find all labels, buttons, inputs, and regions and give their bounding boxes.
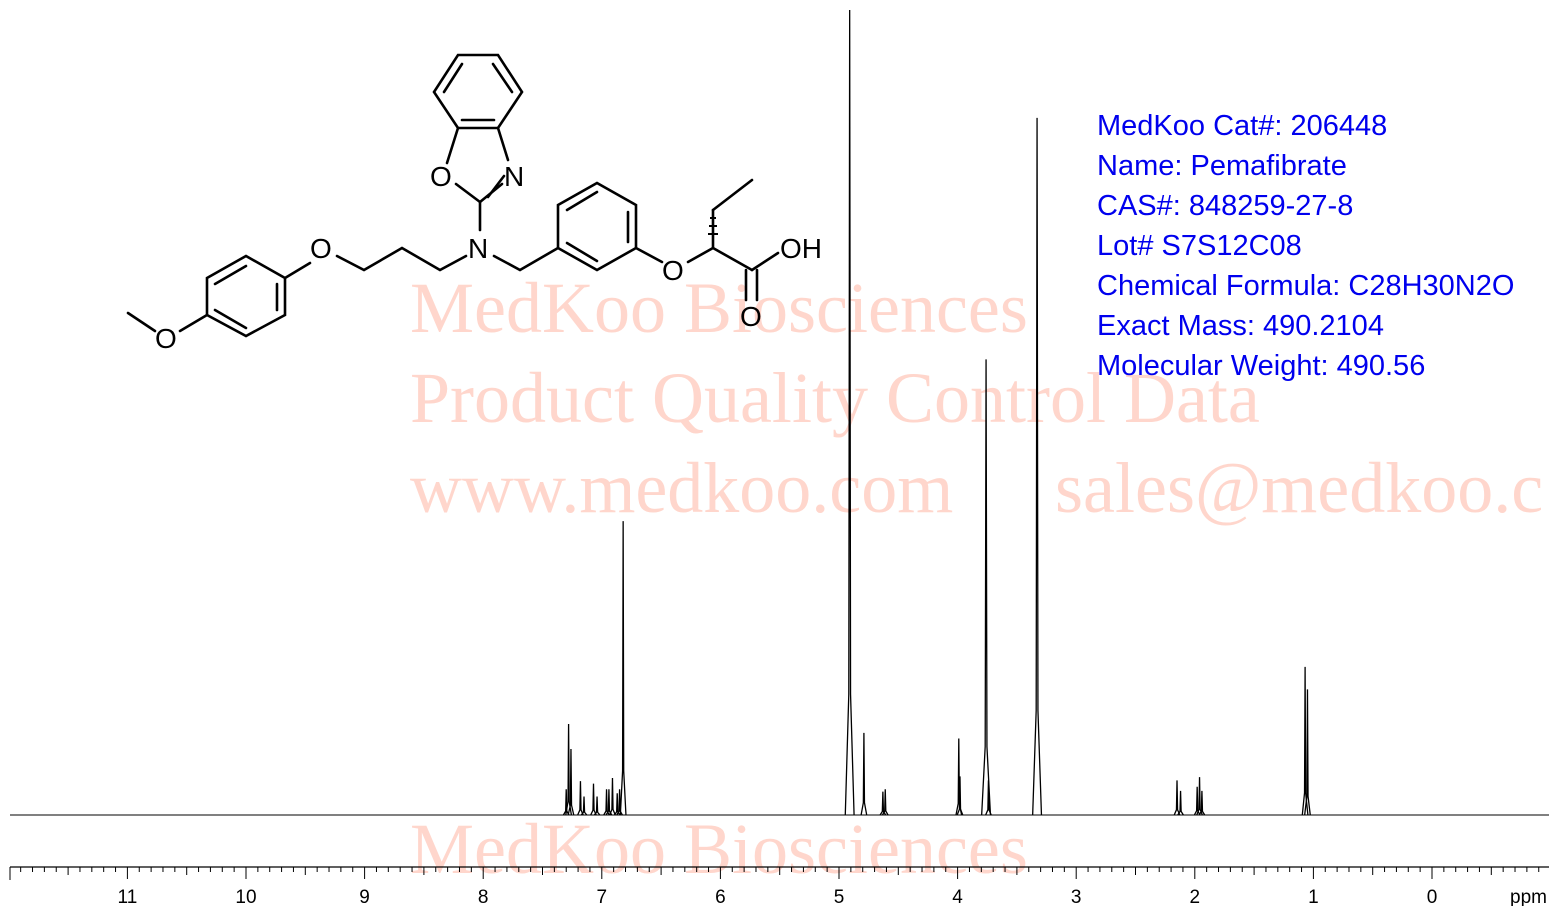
x-tick-label: 3 — [1071, 887, 1082, 906]
ring-double-bond — [565, 190, 599, 212]
spectrum-peak — [1173, 780, 1181, 816]
atom-o-phenoxy: O — [662, 255, 684, 286]
ring-double-bond — [491, 62, 514, 94]
bond — [686, 246, 715, 264]
info-lot: Lot# S7S12C08 — [1097, 230, 1302, 262]
x-tick-label: 9 — [359, 887, 370, 906]
info-cas: CAS#: 848259-27-8 — [1097, 190, 1354, 222]
atom-n-oxazole: N — [504, 161, 524, 192]
bond — [634, 246, 664, 264]
spectrum-peak — [567, 748, 575, 816]
ring-double-bond — [442, 62, 464, 94]
spectrum-plot — [10, 9, 1549, 816]
x-axis-label: ppm — [1510, 887, 1547, 906]
watermark: MedKoo Biosciences Product Quality Contr… — [410, 268, 1543, 889]
oxazole-bond — [496, 126, 510, 162]
x-tick-label: 5 — [834, 887, 845, 906]
info-formula: Chemical Formula: C28H30N2O — [1097, 270, 1515, 302]
spectrum-peak — [609, 777, 616, 816]
atom-oh: OH — [780, 233, 822, 264]
spectrum-peak — [1032, 117, 1043, 816]
methoxy-bond — [126, 311, 157, 333]
atom-o-methoxy: O — [155, 323, 177, 354]
methoxyphenyl-ring — [205, 254, 287, 338]
spectrum-peak — [1177, 790, 1184, 816]
propyl-chain — [335, 246, 468, 272]
benzo-ring — [432, 53, 524, 130]
spectrum-peak — [619, 521, 627, 816]
bond — [750, 251, 780, 272]
info-exact-mass: Exact Mass: 490.2104 — [1097, 310, 1384, 342]
spectrum-peak — [1304, 689, 1311, 816]
ring-double-bond — [565, 241, 599, 263]
x-tick-label: 10 — [235, 887, 256, 906]
oxazole-bond — [445, 126, 460, 165]
spectrum-peak — [981, 359, 992, 816]
x-tick-label: 1 — [1308, 887, 1319, 906]
spectrum-peak — [956, 776, 964, 816]
chemical-structure — [126, 53, 780, 338]
atom-o-ether: O — [310, 233, 332, 264]
spectrum-peak — [577, 781, 584, 816]
x-tick-label: 4 — [952, 887, 963, 906]
x-tick-label: 2 — [1190, 887, 1201, 906]
atom-n-amine: N — [468, 233, 488, 264]
x-tick-label: 7 — [597, 887, 608, 906]
x-tick-label: 8 — [478, 887, 489, 906]
spectrum-peak — [860, 732, 868, 816]
spectrum-peak — [593, 796, 601, 816]
atom-o-oxazole: O — [430, 161, 452, 192]
ring-double-bond — [213, 264, 248, 286]
watermark-line-2: Product Quality Control Data — [410, 358, 1260, 438]
watermark-bottom: MedKoo Biosciences — [410, 809, 1028, 889]
spectrum-peak — [844, 9, 855, 816]
x-tick-label: 6 — [715, 887, 726, 906]
bond — [711, 178, 754, 212]
bond — [711, 246, 754, 272]
spectrum-peak — [1198, 790, 1206, 816]
spectrum-peak — [562, 789, 570, 816]
oxazole-bond — [454, 182, 482, 204]
ring-double-bond — [213, 308, 248, 330]
atom-labels: O O N O N O OH O — [155, 161, 822, 354]
oxazole-bond — [486, 174, 506, 199]
info-cat: MedKoo Cat#: 206448 — [1097, 110, 1388, 142]
x-tick-label: 0 — [1427, 887, 1438, 906]
spectrum-peak — [881, 789, 889, 816]
watermark-line-3: www.medkoo.com — [410, 448, 953, 528]
spectrum-peak — [590, 783, 597, 816]
bond — [283, 261, 312, 280]
watermark-line-4: sales@medkoo.c — [1055, 448, 1543, 528]
info-name: Name: Pemafibrate — [1097, 150, 1347, 182]
spectrum-peak — [580, 796, 588, 816]
stereo-hash — [708, 217, 718, 235]
watermark-line-1: MedKoo Biosciences — [410, 268, 1028, 348]
bond — [178, 313, 209, 333]
benzyl-ring — [556, 181, 638, 272]
info-mol-weight: Molecular Weight: 490.56 — [1097, 350, 1426, 382]
spectrum-peak — [985, 780, 992, 816]
x-tick-label: 11 — [118, 887, 138, 906]
atom-o-carbonyl: O — [740, 301, 762, 332]
benzyl-link — [492, 246, 560, 272]
sample-info: MedKoo Cat#: 206448 Name: Pemafibrate CA… — [1097, 106, 1514, 386]
